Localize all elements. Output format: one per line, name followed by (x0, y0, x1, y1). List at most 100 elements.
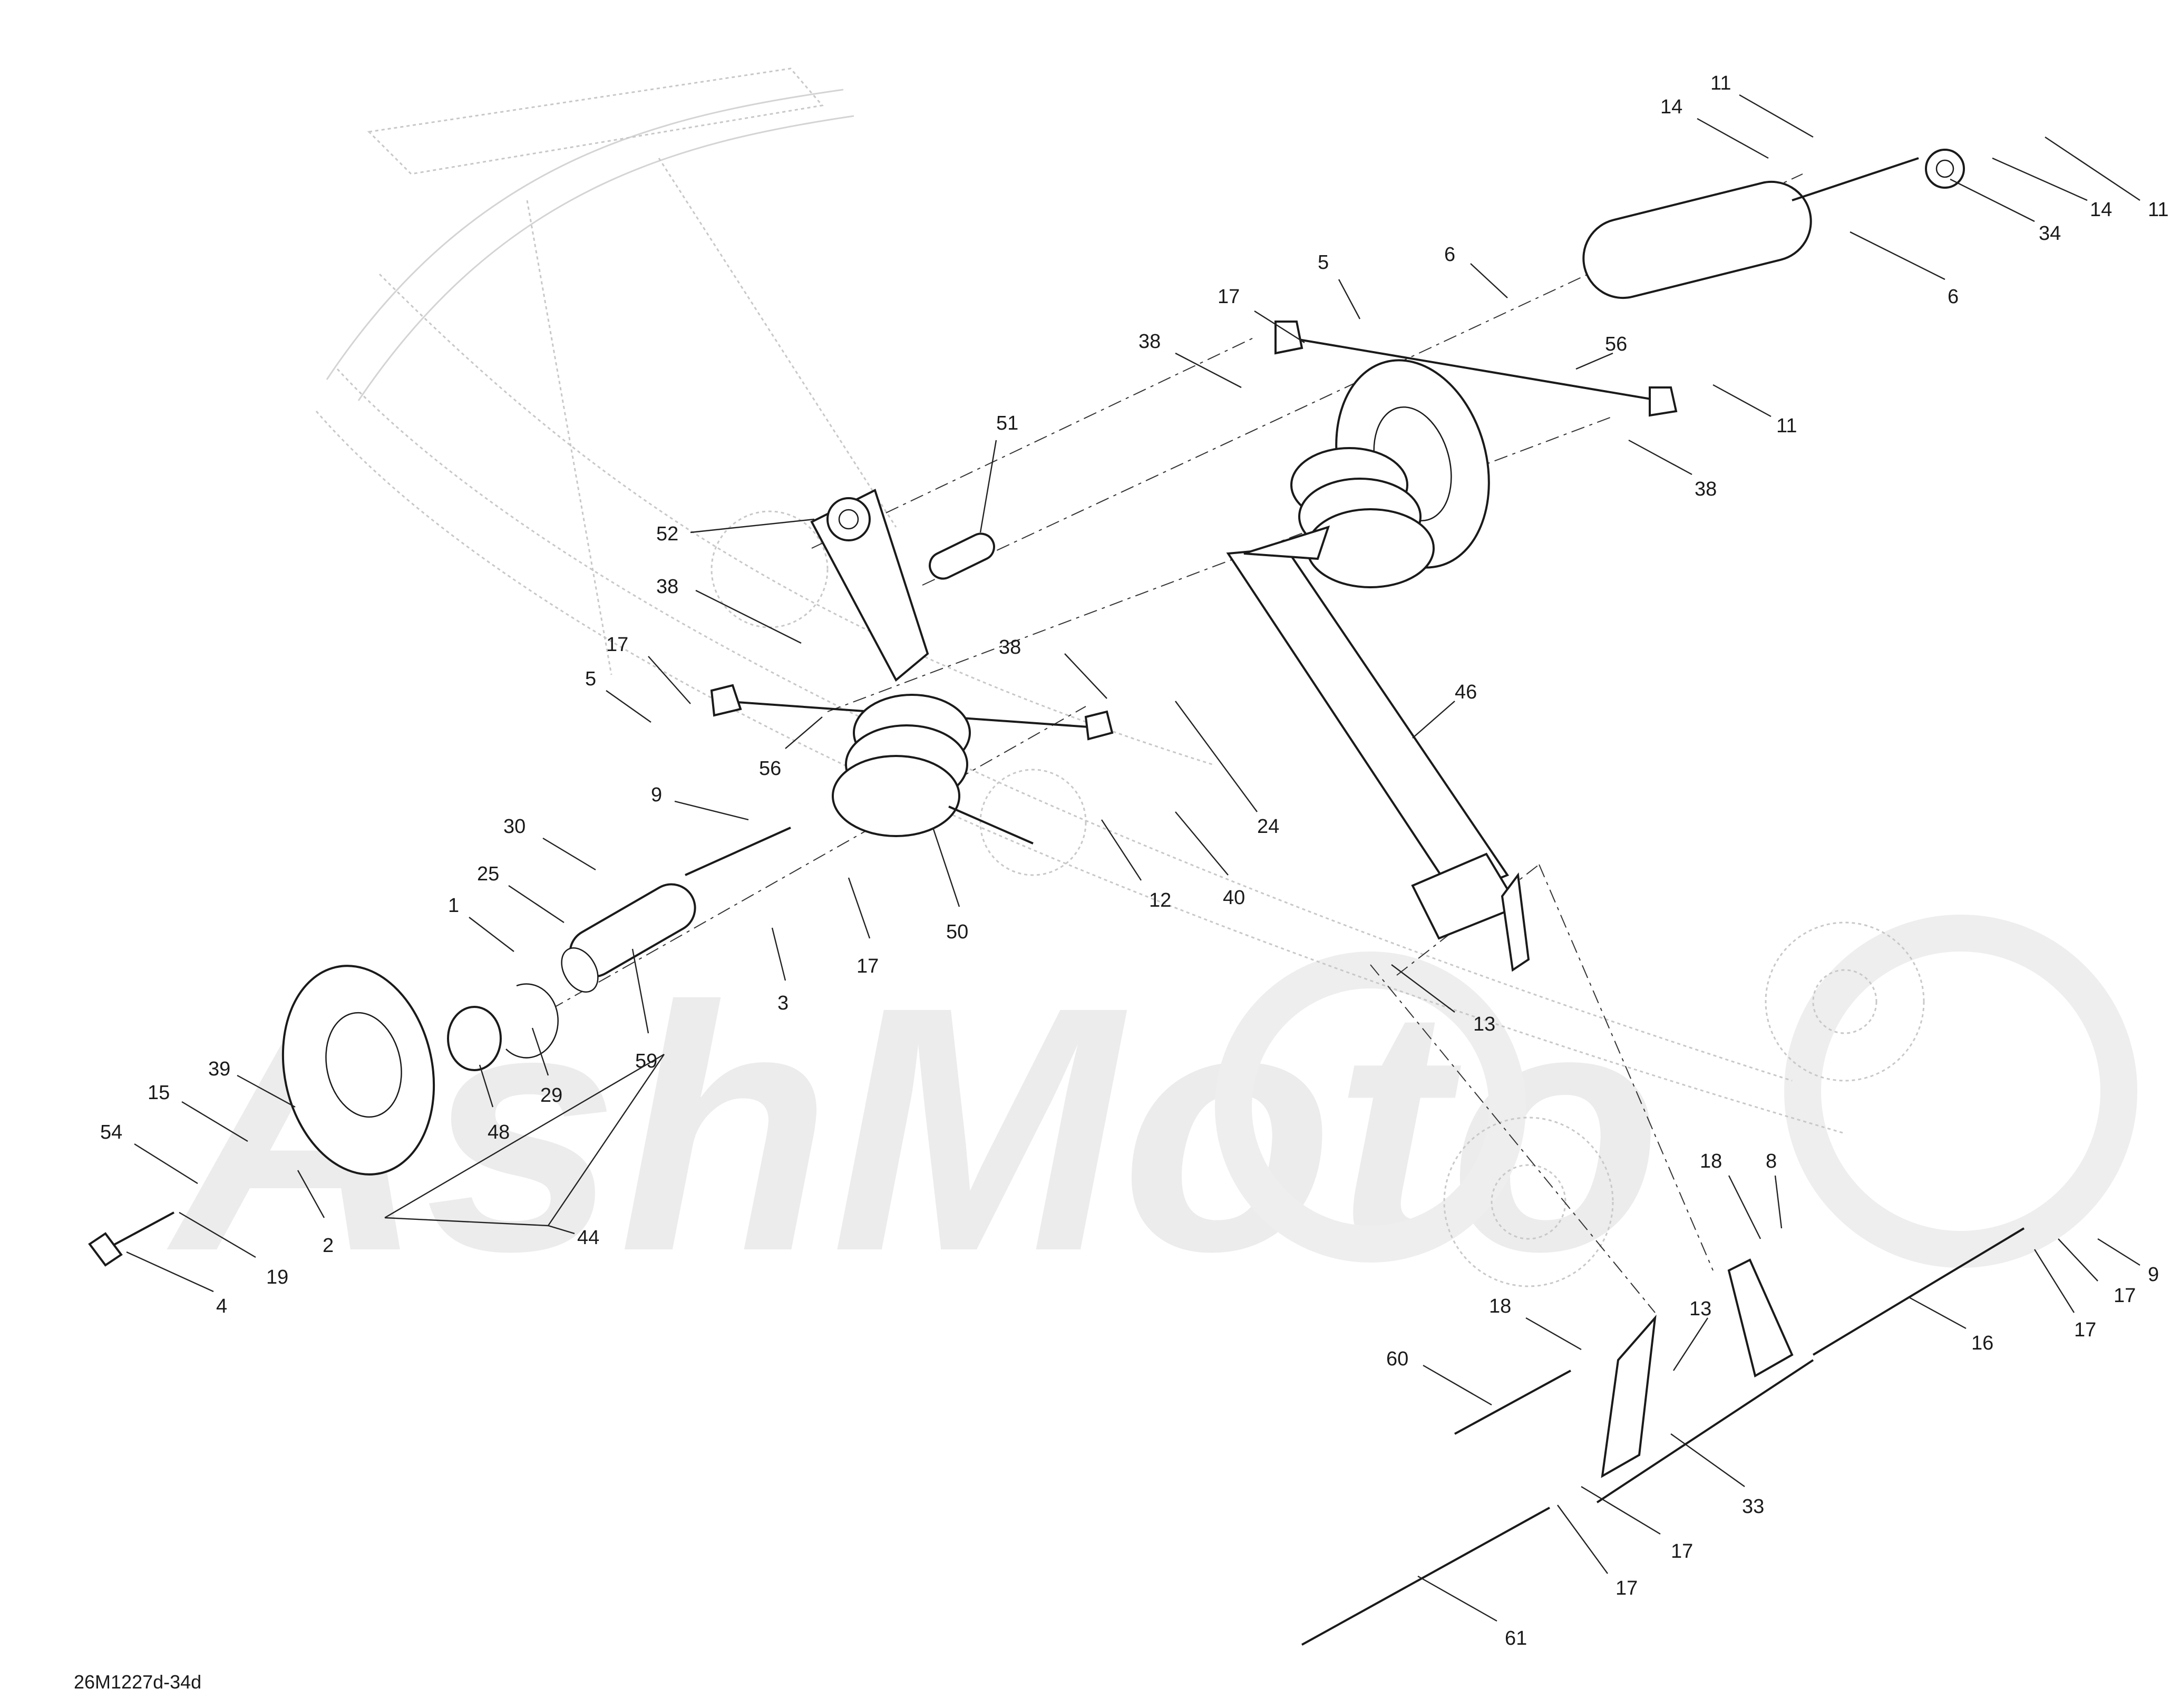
callout-61: 61 (1417, 1575, 1527, 1649)
callout-label: 33 (1742, 1496, 1764, 1518)
callout-2: 2 (297, 1170, 334, 1257)
callouts: 11 14 11 14 34 6 6 5 17 38 56 11 38 51 5… (100, 72, 2168, 1649)
callout-label: 17 (606, 634, 628, 656)
callout-label: 52 (656, 523, 678, 545)
callout-label: 5 (585, 668, 596, 690)
callout-54: 54 (100, 1121, 198, 1185)
callout-label: 34 (2039, 222, 2061, 245)
callout-label: 60 (1386, 1348, 1408, 1370)
callout-19: 19 (179, 1211, 288, 1288)
tube-59 (561, 883, 696, 993)
callout-38: 38 (656, 576, 802, 644)
upper-link-arm (810, 489, 929, 682)
callout-label: 14 (2090, 199, 2112, 221)
callout-label: 56 (1605, 333, 1627, 355)
callout-9: 9 (2097, 1238, 2159, 1286)
callout-30: 30 (503, 816, 596, 871)
callout-label: 38 (1138, 331, 1161, 353)
callout-38: 38 (1628, 439, 1717, 500)
callout-3: 3 (771, 927, 789, 1014)
callout-14: 14 (1992, 157, 2112, 221)
callout-29: 29 (531, 1027, 562, 1107)
idler-wheel-lower (281, 965, 435, 1176)
callout-24: 24 (1175, 701, 1279, 838)
callout-50: 50 (932, 827, 968, 943)
callout-14: 14 (1660, 96, 1769, 159)
callout-6: 6 (1850, 231, 1959, 308)
callout-label: 8 (1766, 1150, 1777, 1172)
callout-44: 44 (384, 1053, 665, 1249)
callout-39: 39 (208, 1058, 296, 1108)
rear-shaft-assembly (1301, 1227, 2025, 1646)
callout-label: 17 (1615, 1577, 1638, 1599)
callout-46: 46 (1412, 681, 1477, 739)
callout-label: 6 (1444, 244, 1455, 266)
callout-label: 14 (1660, 96, 1682, 118)
callout-label: 25 (477, 863, 499, 885)
callout-label: 56 (759, 758, 781, 780)
callout-label: 6 (1948, 286, 1959, 308)
shock-absorber (1582, 149, 1965, 299)
callout-label: 1 (448, 895, 459, 917)
callout-label: 39 (208, 1058, 230, 1080)
callout-25: 25 (477, 863, 565, 923)
callout-label: 17 (2114, 1285, 2136, 1307)
callout-label: 11 (1776, 415, 1797, 437)
callout-label: 3 (777, 992, 789, 1014)
spring-upper (1290, 447, 1435, 588)
callout-label: 9 (651, 784, 662, 806)
watermark: AshMoto (163, 915, 2137, 1323)
callout-1: 1 (448, 895, 514, 952)
callout-label: 4 (216, 1295, 227, 1317)
callout-label: 44 (577, 1227, 599, 1249)
spring-lower (685, 694, 1034, 876)
callout-label: 13 (1689, 1298, 1711, 1320)
callout-label: 17 (1218, 286, 1240, 308)
callout-48: 48 (479, 1064, 510, 1143)
callout-15: 15 (148, 1082, 248, 1142)
swing-arm (1226, 525, 1530, 972)
retaining-ring-29 (505, 983, 559, 1059)
callout-11: 11 (1710, 72, 1814, 138)
callout-label: 12 (1149, 889, 1171, 911)
callout-18: 18 (1489, 1295, 1582, 1351)
callout-label: 9 (2148, 1264, 2159, 1286)
callout-18: 18 (1700, 1150, 1761, 1239)
callout-label: 15 (148, 1082, 170, 1104)
callout-label: 48 (488, 1121, 510, 1143)
callout-17: 17 (848, 877, 879, 977)
callout-label: 17 (1671, 1540, 1693, 1563)
callout-label: 38 (999, 636, 1021, 658)
watermark-wheel-left (1215, 952, 1526, 1263)
callout-13: 13 (1672, 1298, 1711, 1371)
parts (88, 149, 2025, 1646)
callout-11: 11 (1712, 384, 1797, 437)
callout-17: 17 (1581, 1486, 1693, 1563)
callout-51: 51 (979, 412, 1018, 533)
callout-5: 5 (1318, 251, 1361, 319)
callout-16: 16 (1908, 1296, 1993, 1354)
callout-label: 2 (323, 1235, 334, 1257)
stabilizer-rod-upper (1274, 321, 1678, 417)
callout-17: 17 (1218, 286, 1305, 344)
callout-17: 17 (2033, 1249, 2096, 1341)
callout-label: 51 (996, 412, 1018, 434)
callout-17: 17 (1557, 1505, 1638, 1599)
callout-17: 17 (606, 634, 691, 704)
callout-label: 16 (1971, 1332, 1993, 1354)
callout-label: 5 (1318, 251, 1329, 274)
bolt-4 (88, 1211, 174, 1267)
callout-label: 30 (503, 816, 525, 838)
callout-12: 12 (1101, 819, 1171, 911)
callout-label: 11 (1710, 72, 1731, 94)
watermark-wheel-right (1784, 915, 2137, 1268)
callout-label: 17 (2074, 1319, 2096, 1341)
callout-label: 11 (2148, 199, 2168, 221)
callout-4: 4 (126, 1251, 227, 1317)
callout-label: 61 (1505, 1627, 1527, 1649)
callout-6: 6 (1444, 244, 1508, 298)
callout-label: 19 (266, 1266, 288, 1288)
callout-40: 40 (1175, 811, 1245, 909)
callout-17: 17 (2058, 1238, 2136, 1307)
